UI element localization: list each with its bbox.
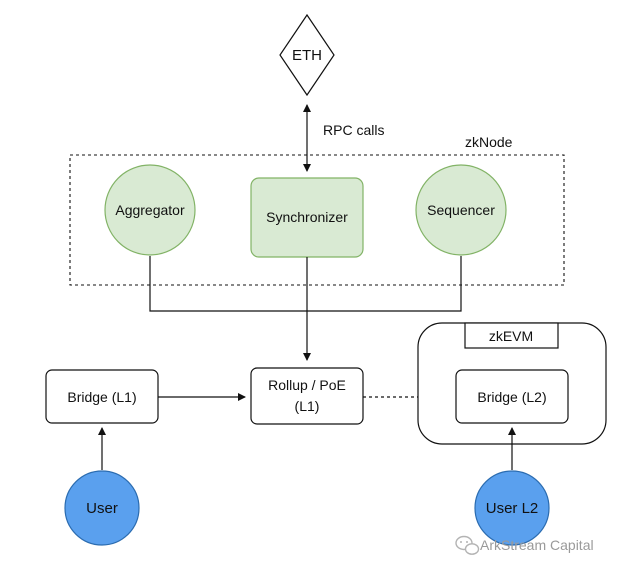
eth-node: ETH [279,13,335,97]
rollup-node: Rollup / PoE (L1) [250,367,364,425]
bridge-l1-node: Bridge (L1) [45,369,159,424]
bridge-l2-box [455,369,569,424]
user-l2-circle [474,470,550,546]
user-l2-label: User L2 [486,500,539,517]
watermark: ArkStream Capital [455,535,594,555]
wechat-icon [455,535,480,555]
user-l2-node: User L2 [474,470,550,546]
bridge-l2-label: Bridge (L2) [477,389,546,405]
zknode-label: zkNode [465,134,513,150]
watermark-text: ArkStream Capital [480,537,594,553]
zkevm-title-box [464,322,559,349]
rollup-label-line2: (L1) [295,398,320,414]
aggregator-label: Aggregator [115,202,185,218]
user-node: User [64,470,140,546]
sequencer-circle [415,164,507,256]
user-circle [64,470,140,546]
zkevm-label: zkEVM [489,328,533,344]
eth-diamond [279,13,335,97]
aggregator-circle [104,164,196,256]
bridge-l1-label: Bridge (L1) [67,389,136,405]
user-label: User [86,500,118,517]
bridge-l2-node: Bridge (L2) [455,369,569,424]
sequencer-label: Sequencer [427,202,495,218]
aggregator-node: Aggregator [104,164,196,256]
sequencer-node: Sequencer [415,164,507,256]
zknode-group [69,154,565,286]
synchronizer-label: Synchronizer [266,209,348,225]
eth-label: ETH [292,47,322,64]
rollup-label-line1: Rollup / PoE [268,377,346,393]
rpc-calls-label: RPC calls [323,122,384,138]
synchronizer-node: Synchronizer [250,177,364,258]
rollup-box [250,367,364,425]
aggregator-sequencer-connector [149,256,462,312]
